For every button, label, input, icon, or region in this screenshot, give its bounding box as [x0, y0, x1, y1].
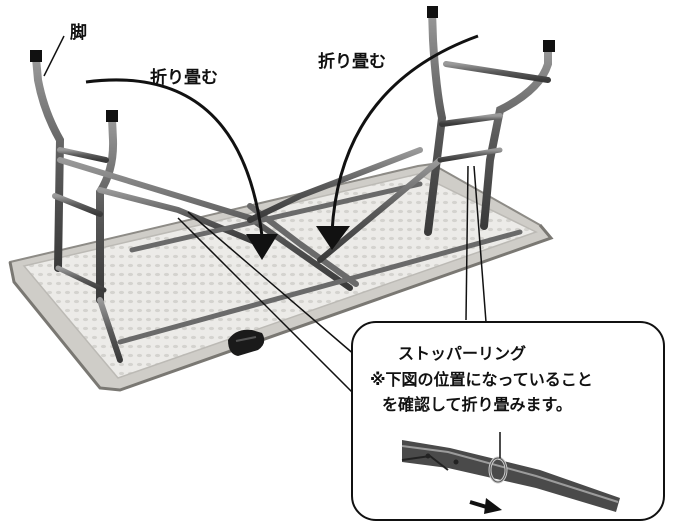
fold-arrow-left-icon	[85, 78, 278, 260]
callout-title: ストッパーリング	[398, 344, 527, 363]
fold-arrow-right-icon	[316, 34, 479, 250]
carry-handle-icon	[228, 329, 265, 356]
callout-note-line1: ※下図の位置になっていること	[370, 370, 593, 389]
callout-pointer-lines	[177, 165, 487, 393]
left-leg-frame	[32, 54, 353, 363]
direction-arrow-icon	[469, 498, 502, 514]
leg-label: 脚	[70, 23, 87, 43]
leg-pointer-line	[43, 35, 65, 77]
fold-label-left: 折り畳む	[150, 68, 218, 88]
callout-box	[351, 321, 665, 521]
fold-label-right: 折り畳む	[318, 52, 386, 72]
stopper-ring-icon	[488, 432, 508, 484]
callout-note-line2: を確認して折り畳みます。	[382, 395, 572, 414]
center-crossbar	[117, 181, 523, 345]
